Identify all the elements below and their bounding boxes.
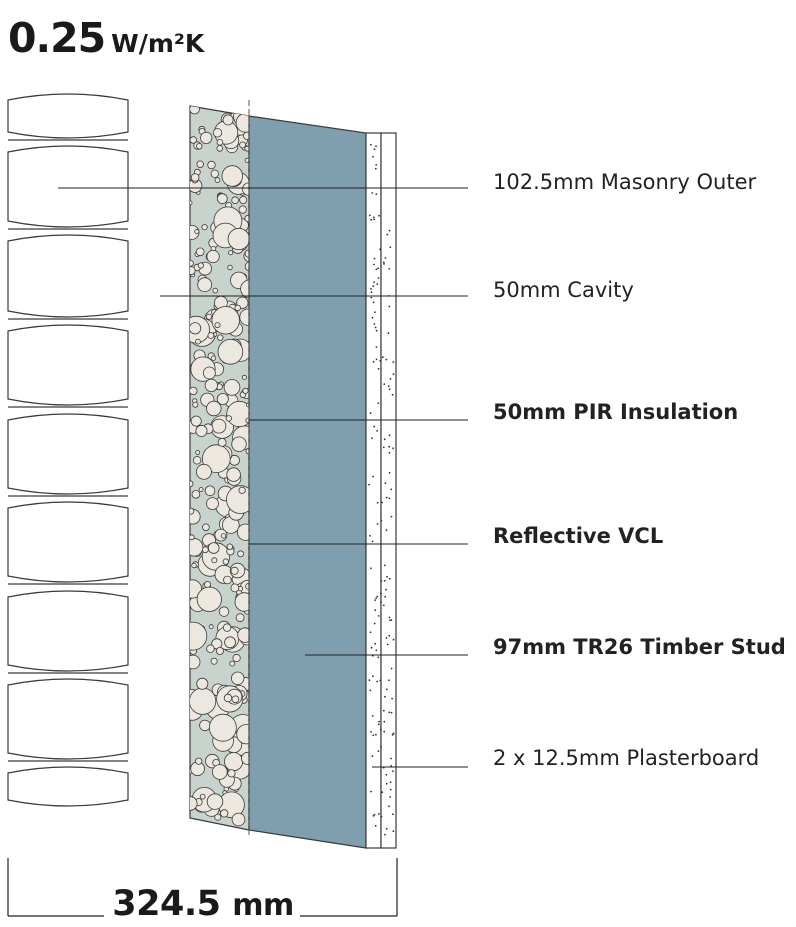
brick (7, 766, 129, 807)
brick (7, 413, 129, 495)
label-reflective-vcl: Reflective VCL (493, 524, 664, 548)
label-pir-insulation: 50mm PIR Insulation (493, 400, 739, 424)
u-value-unit: W/m²K (111, 29, 205, 58)
aggregate-pebbles (190, 106, 249, 827)
plasterboard-layer-1 (365, 132, 382, 849)
dimension-bracket (7, 858, 398, 917)
brick (7, 501, 129, 583)
label-masonry-outer: 102.5mm Masonry Outer (493, 170, 757, 194)
label-cavity: 50mm Cavity (493, 278, 634, 302)
pir-insulation-layer (248, 115, 367, 849)
label-timber-stud: 97mm TR26 Timber Stud (493, 635, 786, 659)
brick (7, 324, 129, 406)
leader-lines (58, 187, 468, 768)
brick-elevation (7, 93, 129, 807)
plasterboard-layer-2 (380, 132, 397, 849)
overall-thickness-unit: mm (232, 888, 294, 923)
label-plasterboard: 2 x 12.5mm Plasterboard (493, 746, 760, 770)
brick (7, 145, 129, 228)
u-value-number: 0.25 (8, 14, 106, 62)
overall-thickness-label: 324.5 mm (105, 884, 301, 924)
brick (7, 234, 129, 318)
brick (7, 678, 129, 760)
overall-thickness-value: 324.5 (112, 884, 221, 924)
brick (7, 93, 129, 139)
brick (7, 590, 129, 672)
